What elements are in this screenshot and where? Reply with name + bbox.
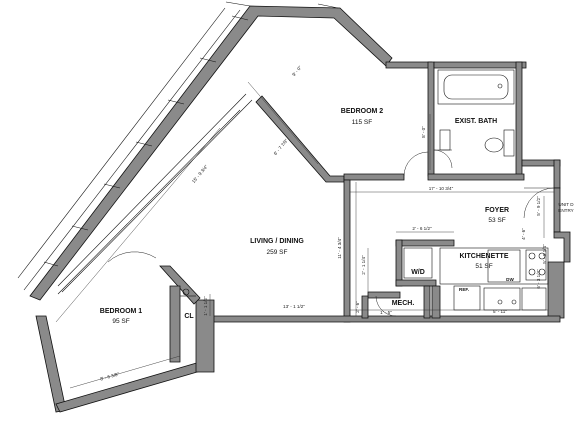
dim-d1: 9' - 0" — [291, 65, 303, 77]
dim-d2: 8' - 0" — [421, 126, 426, 138]
bedroom1-area: 95 SF — [112, 318, 129, 325]
unit-entry-door — [523, 187, 555, 219]
bedroom1-walls — [35, 265, 215, 413]
living-area: 259 SF — [267, 249, 288, 256]
dim-d17: 8' - 6 3/8" — [100, 371, 120, 381]
dim-d4: 15' - 9 3/4" — [191, 164, 209, 184]
dim-d15: 1' - 5" — [380, 310, 392, 315]
unit-entry-line1: UNIT D — [558, 202, 574, 207]
dim-d9: 2' - 6 1/2" — [412, 226, 432, 231]
bedroom1-door — [107, 251, 157, 263]
closet-fixtures — [180, 288, 196, 297]
exterior-diagonal-wall — [17, 1, 393, 301]
kitchenette-name: KITCHENETTE — [460, 253, 509, 260]
unit-entry-line2: ENTRY — [558, 208, 574, 213]
dim-d13: 13' - 1 1/2" — [283, 304, 305, 309]
living-walls — [209, 179, 571, 323]
dim-d10: 4' - 6" — [521, 228, 526, 240]
dim-d8: 2' - 1 1/4" — [361, 255, 366, 275]
bedroom2-name: BEDROOM 2 — [341, 108, 384, 115]
ref-label: REF. — [459, 287, 469, 292]
kitchenette-area: 51 SF — [475, 263, 492, 270]
kitchen-counter — [439, 247, 549, 311]
dim-d5: 17' - 10 3/4" — [429, 186, 454, 191]
closet-name: CL — [184, 313, 194, 320]
dim-d14: 2' - 6" — [355, 301, 360, 313]
wd-name: W/D — [411, 269, 425, 276]
bedroom2-bath-walls — [343, 61, 561, 189]
dim-d3: 6' - 7 7/8" — [273, 138, 290, 156]
mech-name: MECH. — [392, 300, 415, 307]
bath-fixtures — [437, 69, 515, 157]
bedroom2-area: 115 SF — [352, 119, 373, 126]
kitchen-walls — [361, 239, 455, 319]
bedroom2-door — [403, 151, 429, 177]
washer-dryer — [403, 247, 433, 279]
dimension-lines — [55, 81, 554, 389]
dim-d16: 5' - 11" — [493, 309, 507, 314]
dw-label: DW — [506, 277, 514, 282]
living-name: LIVING / DINING — [250, 238, 304, 245]
inner-diagonal-wall — [57, 93, 345, 295]
dim-d18: 1' - 1 1/2" — [203, 296, 208, 316]
foyer-name: FOYER — [485, 207, 509, 214]
bath-door — [433, 149, 453, 169]
dim-d11: 5' - 9 1/4" — [542, 244, 547, 264]
bedroom1-name: BEDROOM 1 — [100, 308, 143, 315]
dim-d7: 11' - 4 3/4" — [337, 237, 342, 259]
dim-d6: 5' - 9 1/2" — [536, 196, 541, 216]
bath-name: EXIST. BATH — [455, 118, 497, 125]
foyer-area: 53 SF — [488, 217, 505, 224]
dim-d12: 6' - 3 1/4" — [536, 269, 541, 289]
